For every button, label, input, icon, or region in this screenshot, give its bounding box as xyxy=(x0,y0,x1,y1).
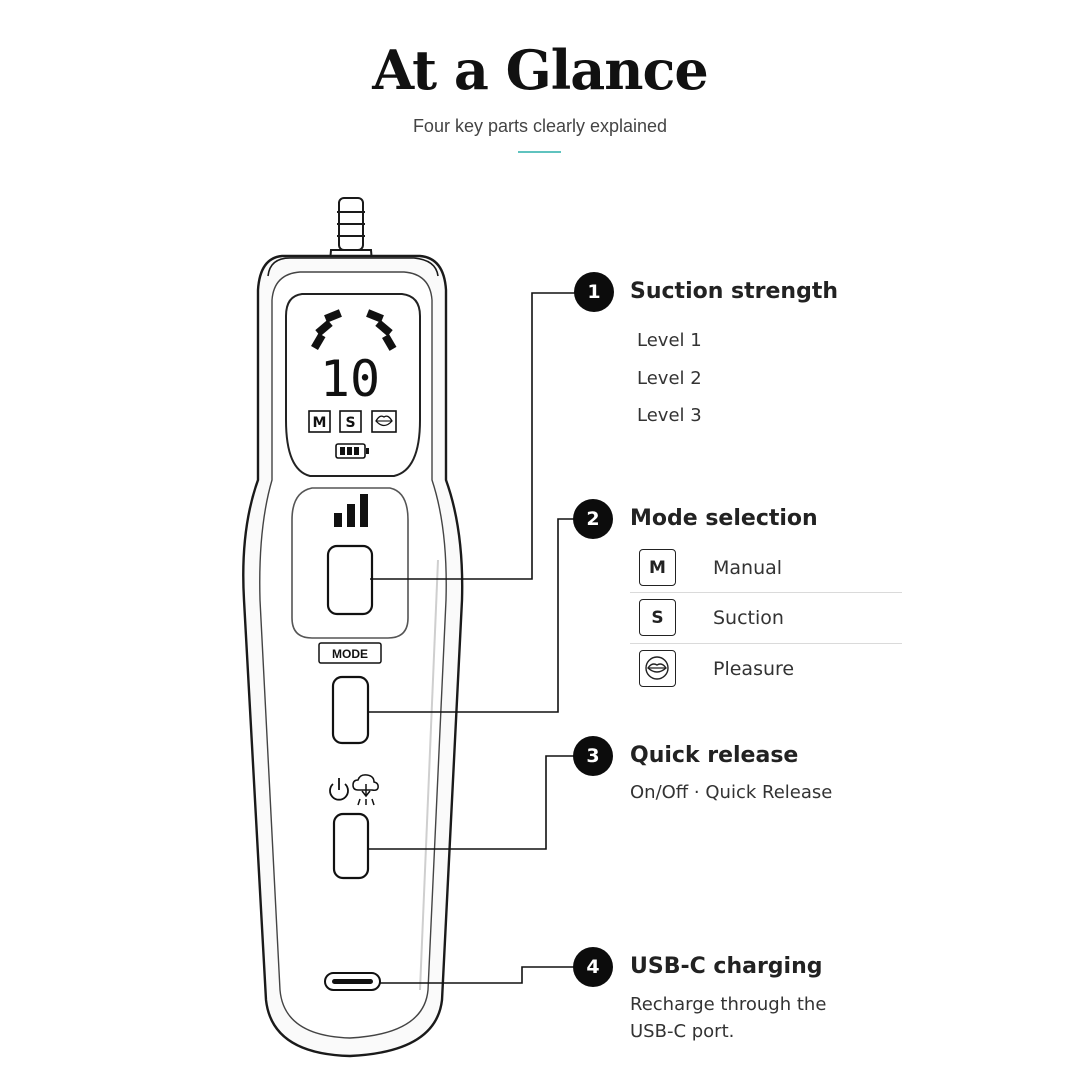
suction-nozzle xyxy=(328,197,374,263)
strength-arc-left xyxy=(311,309,342,351)
svg-text:M: M xyxy=(313,415,327,431)
suction-strength-button[interactable] xyxy=(326,544,374,616)
callout-number-4: 4 xyxy=(573,947,613,987)
device-edge-highlight xyxy=(419,559,439,991)
accent-divider xyxy=(518,151,561,153)
level-item: Level 3 xyxy=(637,405,702,426)
mode-badge-manual: M xyxy=(639,549,676,586)
callout-number-1: 1 xyxy=(574,272,614,312)
usb-c-port-icon xyxy=(324,972,381,991)
callout-description-3: On/Off · Quick Release xyxy=(630,782,833,803)
callout-description-4-line: USB-C port. xyxy=(630,1021,735,1042)
mode-divider xyxy=(630,592,902,593)
mode-label-badge: MODE xyxy=(318,642,382,664)
svg-text:S: S xyxy=(345,415,355,431)
power-release-button[interactable] xyxy=(332,812,370,880)
battery-icon xyxy=(335,443,369,459)
callout-heading-2: Mode selection xyxy=(630,506,818,531)
mode-badge-suction: S xyxy=(639,599,676,636)
strength-arc-right xyxy=(366,309,397,351)
mode-label-suction: Suction xyxy=(713,607,784,629)
mode-label-manual: Manual xyxy=(713,557,783,579)
power-icon xyxy=(329,778,349,801)
level-item: Level 1 xyxy=(637,330,702,351)
mode-button[interactable] xyxy=(331,675,370,745)
pleasure-lips-icon xyxy=(371,410,397,433)
page-subtitle: Four key parts clearly explained xyxy=(412,116,668,136)
callout-heading-1: Suction strength xyxy=(630,279,839,304)
callout-heading-4: USB-C charging xyxy=(630,954,823,979)
display-mode-suction: S xyxy=(339,410,362,433)
signal-bars-icon xyxy=(334,494,368,527)
callout-number-3: 3 xyxy=(573,736,613,776)
svg-text:MODE: MODE xyxy=(332,647,368,661)
leader-line-3 xyxy=(368,755,575,850)
pleasure-lips-icon xyxy=(639,650,676,687)
display-value: 10 xyxy=(320,350,380,408)
display-mode-manual: M xyxy=(308,410,331,433)
page-title: At a Glance xyxy=(372,38,709,102)
leader-line-2 xyxy=(368,518,575,713)
callout-heading-3: Quick release xyxy=(630,743,799,768)
mode-label-pleasure: Pleasure xyxy=(713,658,795,680)
callout-description-4-line: Recharge through the xyxy=(630,994,827,1015)
level-item: Level 2 xyxy=(637,368,702,389)
leader-line-4 xyxy=(380,966,575,984)
device-cap xyxy=(267,257,439,277)
mode-divider xyxy=(630,643,902,644)
button-bezel-1 xyxy=(291,487,409,639)
quick-release-icon xyxy=(352,774,379,806)
callout-number-2: 2 xyxy=(573,499,613,539)
leader-line-1 xyxy=(370,292,576,580)
